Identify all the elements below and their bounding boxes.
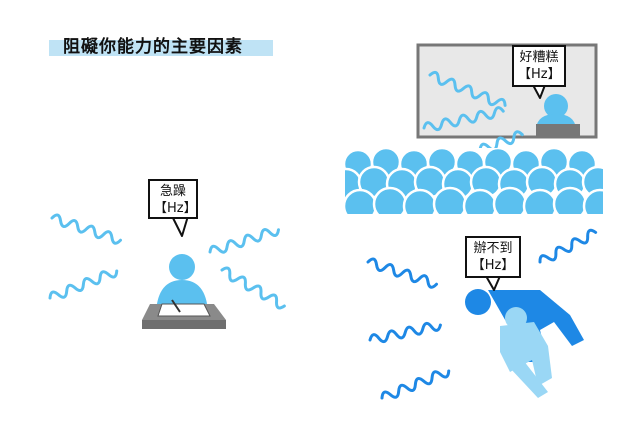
podium bbox=[536, 124, 580, 138]
bubble-focus: 急躁 【Hz】 bbox=[148, 179, 198, 219]
bubble-word: 辦不到 bbox=[473, 241, 513, 256]
presentation-panel bbox=[345, 43, 603, 214]
presenter-head bbox=[544, 94, 568, 118]
wave-icon bbox=[368, 321, 442, 344]
bubble-unit: 【Hz】 bbox=[518, 67, 561, 82]
bubble-tail bbox=[171, 215, 189, 237]
bubble-word: 急躁 bbox=[159, 184, 186, 199]
wave-icon bbox=[48, 269, 119, 300]
pencil-icon bbox=[171, 299, 181, 313]
audience bbox=[345, 148, 603, 214]
paper bbox=[157, 303, 211, 317]
bubble-word: 好糟糕 bbox=[519, 50, 559, 65]
wave-icon bbox=[220, 266, 286, 310]
wave-icon bbox=[50, 213, 122, 245]
wave-icon bbox=[478, 130, 524, 152]
bubble-unit: 【Hz】 bbox=[471, 258, 515, 273]
wave-icon bbox=[208, 228, 280, 254]
conflict-panel bbox=[366, 228, 598, 400]
page-title: 阻礙你能力的主要因素 bbox=[63, 37, 243, 57]
figure-head bbox=[465, 289, 491, 315]
wave-icon bbox=[422, 106, 505, 132]
bubble-tail bbox=[485, 275, 501, 291]
title-highlight bbox=[49, 40, 273, 56]
bubble-unit: 【Hz】 bbox=[154, 201, 197, 216]
wave-icon bbox=[366, 257, 438, 289]
person-head bbox=[169, 254, 195, 280]
wave-icon bbox=[380, 369, 451, 400]
wave-icon bbox=[538, 228, 598, 264]
focus-panel bbox=[48, 213, 286, 329]
desk-front bbox=[142, 320, 226, 329]
bubble-tail bbox=[532, 84, 546, 99]
wave-icon bbox=[428, 70, 507, 107]
bubble-presentation: 好糟糕 【Hz】 bbox=[512, 45, 566, 87]
bubble-conflict: 辦不到 【Hz】 bbox=[465, 236, 521, 278]
figure-leg bbox=[510, 356, 548, 398]
